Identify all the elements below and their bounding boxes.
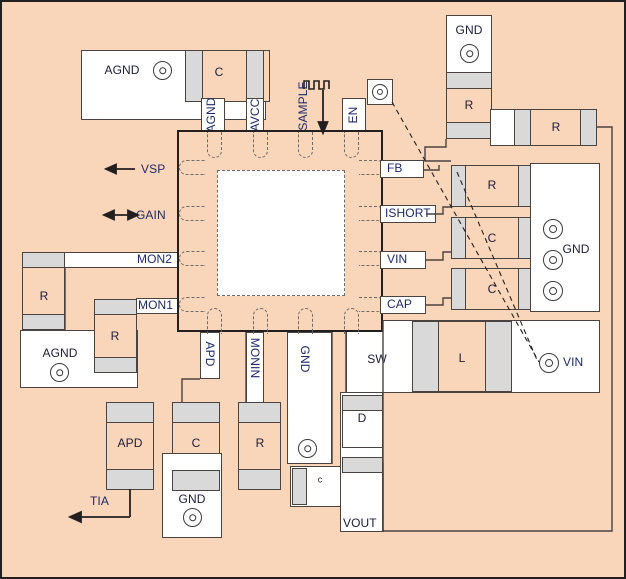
net-cap-label: CAP — [387, 297, 412, 311]
c-vin-lower-pad-left — [451, 268, 466, 310]
gnd-topright-label: GND — [455, 23, 483, 37]
gnd-right-testpoint-2[interactable] — [543, 250, 563, 270]
ic-pin-mon2[interactable] — [179, 251, 205, 266]
ic-die-outline — [217, 170, 345, 296]
agnd-left-testpoint[interactable] — [50, 363, 69, 382]
en-testpoint[interactable] — [372, 84, 388, 100]
component-r-mon2 — [22, 267, 65, 315]
component-c-apd-label: C — [191, 436, 201, 450]
component-r-monin-pad-top — [238, 402, 281, 423]
r-fb-pad-left — [451, 165, 466, 207]
ic-pin-monin[interactable] — [253, 308, 268, 334]
ic-pin-gnd[interactable] — [298, 308, 313, 334]
gnd-right-testpoint-3[interactable] — [543, 281, 563, 301]
r-mon1-pad-top — [94, 299, 137, 315]
r-mon2-pad-top — [22, 252, 65, 268]
ic-pin-vsp[interactable] — [179, 160, 205, 175]
component-r-mon1 — [94, 314, 137, 358]
vin-testpoint[interactable] — [539, 353, 559, 373]
component-l-pad-right — [485, 321, 512, 392]
net-vsp-label: VSP — [141, 162, 166, 176]
net-tia-label: TIA — [90, 494, 109, 508]
net-gnd-bottom-label: GND — [298, 345, 312, 373]
net-en-stub — [342, 98, 366, 134]
r-topright-h-pad-right — [580, 109, 597, 146]
ic-pin-apd[interactable] — [207, 308, 222, 334]
agnd-left-plane-label: AGND — [42, 346, 78, 360]
component-apd-label: APD — [117, 436, 143, 450]
component-c-apd-pad-bottom — [172, 470, 220, 491]
component-apd-pad-top — [106, 402, 154, 423]
ic-pin-avcc[interactable] — [253, 132, 268, 158]
sample-arrow-icon — [317, 90, 329, 136]
c-vin-upper-pad-left — [451, 217, 466, 259]
agnd-top-testpoint[interactable] — [153, 61, 172, 80]
ic-pin-sample[interactable] — [298, 132, 313, 158]
net-mon1-label: MON1 — [138, 298, 174, 312]
gnd-right-plane-label: GND — [562, 242, 590, 256]
net-vin-label: VIN — [387, 252, 408, 266]
component-r-mon1-label: R — [110, 329, 120, 343]
gnd-right-plane — [530, 163, 600, 312]
gnd-apd-testpoint[interactable] — [183, 508, 202, 527]
component-r-fb-label: R — [487, 178, 497, 192]
ic-pin-en[interactable] — [344, 132, 359, 158]
ic-pin-agnd[interactable] — [207, 132, 222, 158]
component-r-topright-horizontal-label: R — [551, 120, 561, 134]
gnd-right-testpoint-1[interactable] — [543, 219, 563, 239]
component-c-small-label: c — [317, 474, 323, 485]
net-gain-label: GAIN — [136, 208, 166, 222]
ic-pin-sw[interactable] — [344, 308, 359, 334]
component-c-top-pad-right — [246, 50, 264, 102]
net-monin-label: MONIN — [248, 337, 262, 379]
net-apd-label: APD — [203, 341, 217, 367]
ic-pin-gain[interactable] — [179, 206, 205, 221]
net-en-label: EN — [346, 106, 360, 124]
net-avcc-label: AVCC — [248, 98, 262, 132]
component-c-top-pad-left — [185, 50, 203, 102]
vin-testpoint-label: VIN — [563, 355, 584, 369]
main-ic-package[interactable] — [177, 130, 385, 334]
agnd-top-plane-label: AGND — [104, 63, 140, 77]
component-r-monin-pad-bottom — [238, 469, 281, 490]
gain-arrow-icon — [101, 209, 141, 221]
ic-pin-mon1[interactable] — [179, 297, 205, 312]
component-d-label: D — [357, 411, 367, 425]
component-c-top-label: C — [214, 65, 224, 79]
r-mon1-pad-bottom — [94, 357, 137, 373]
component-c-apd-pad-top — [172, 402, 220, 423]
net-fb-label: FB — [387, 161, 403, 175]
gnd-topright-testpoint[interactable] — [460, 44, 479, 63]
component-l-pad-left — [412, 321, 439, 392]
r-mon2-pad-bottom — [22, 314, 65, 330]
component-r-monin-label: R — [255, 436, 265, 450]
r-topright-v-pad-top — [446, 72, 492, 89]
r-topright-v-pad-bottom — [446, 122, 492, 139]
vsp-arrow-icon — [103, 163, 135, 175]
r-topright-h-pad-left — [514, 109, 531, 146]
component-r-mon2-label: R — [39, 289, 49, 303]
component-d-pad-bottom — [342, 457, 383, 473]
gnd-bottom-testpoint[interactable] — [298, 439, 317, 458]
component-c-vin-upper-label: C — [487, 231, 497, 245]
net-ishort-label: ISHORT — [385, 206, 431, 220]
net-sample-label: SAMPLE — [296, 81, 310, 131]
net-sw-label: SW — [367, 352, 387, 366]
component-apd-pad-bottom — [106, 469, 154, 490]
component-r-topright-vertical-label: R — [464, 98, 474, 112]
gnd-apd-label: GND — [178, 492, 206, 506]
component-l-inductor-label: L — [458, 351, 466, 365]
component-d-pad-top — [342, 395, 383, 411]
component-c-vin-lower-label: C — [487, 282, 497, 296]
net-agnd-label: AGND — [204, 97, 218, 133]
net-vout-label: VOUT — [343, 516, 377, 530]
net-mon2-label: MON2 — [137, 252, 173, 266]
c-small-pad-left — [292, 468, 307, 505]
